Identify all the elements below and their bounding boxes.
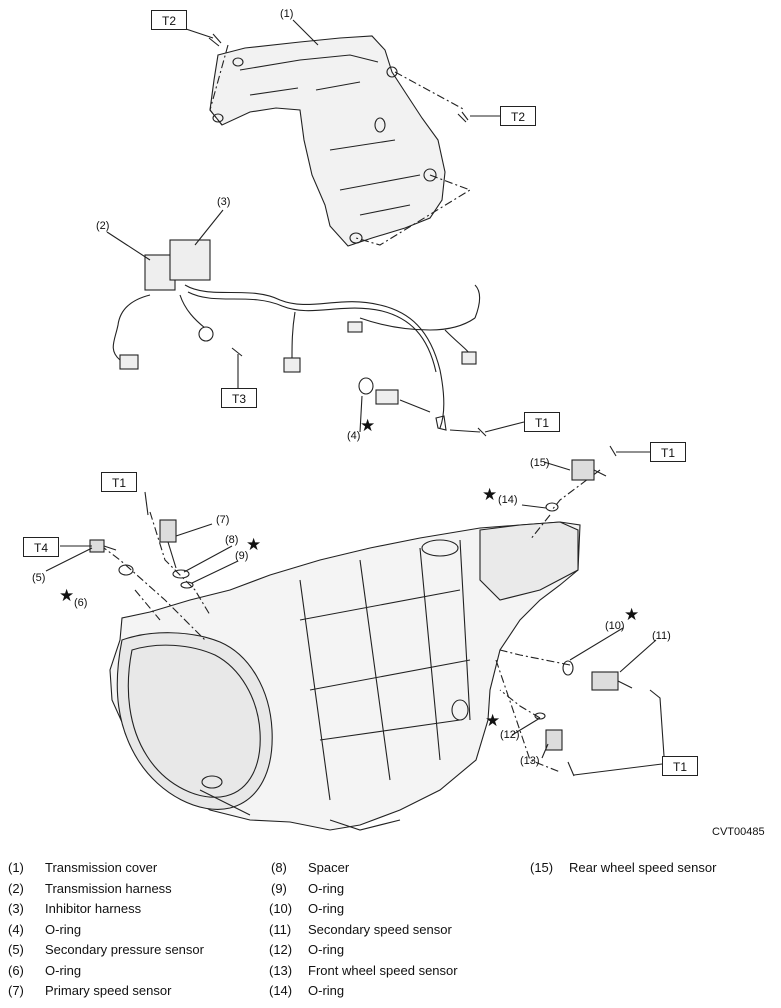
callout-4: (4) [347, 430, 361, 442]
front-wheel-speed-sensor [545, 729, 575, 777]
callout-3: (3) [217, 196, 231, 208]
callout-6: (6) [74, 597, 88, 609]
legend-number: (9) [271, 881, 287, 896]
legend-number: (6) [8, 963, 24, 978]
o-ring-6 [118, 564, 134, 576]
transmission-cover [209, 35, 446, 247]
callout-14: (14) [498, 494, 518, 506]
legend-label: O-ring [308, 983, 345, 998]
legend-number: (5) [8, 942, 24, 957]
legend-label: Primary speed sensor [45, 983, 172, 998]
legend-number: (14) [269, 983, 293, 998]
callout-7: (7) [216, 514, 230, 526]
torque-label-t3: T3 [221, 388, 257, 408]
star-icon: ★ [485, 711, 501, 730]
legend-number: (12) [269, 942, 293, 957]
torque-label-t4: T4 [23, 537, 59, 557]
secondary-speed-sensor [591, 671, 633, 691]
legend-label: Secondary speed sensor [308, 922, 452, 937]
legend-number: (1) [8, 860, 24, 875]
callout-15: (15) [530, 457, 550, 469]
legend-number: (2) [8, 881, 24, 896]
legend-label: O-ring [308, 942, 345, 957]
legend-label: Transmission harness [45, 881, 172, 896]
legend-label: Spacer [308, 860, 350, 875]
legend-number: (15) [530, 860, 554, 875]
callout-11: (11) [652, 630, 671, 642]
primary-speed-sensor [144, 491, 177, 569]
torque-label-t2-right: T2 [500, 106, 536, 126]
legend-number: (13) [269, 963, 293, 978]
legend-number: (3) [8, 901, 24, 916]
legend-label: O-ring [45, 963, 82, 978]
legend-label: O-ring [45, 922, 82, 937]
callout-2: (2) [96, 220, 110, 232]
legend-label: O-ring [308, 881, 345, 896]
spacer [172, 569, 190, 579]
legend-number: (11) [269, 922, 292, 937]
torque-label-t1-harness: T1 [524, 412, 560, 432]
star-icon: ★ [482, 485, 498, 504]
rear-wheel-speed-sensor [571, 459, 607, 481]
exploded-view-diagram [45, 19, 665, 831]
legend-label: Rear wheel speed sensor [569, 860, 717, 875]
legend-number: (8) [271, 860, 287, 875]
legend-label: Front wheel speed sensor [308, 963, 458, 978]
o-ring-4 [358, 377, 374, 395]
secondary-pressure-sensor [89, 539, 117, 553]
o-ring-14 [545, 502, 559, 512]
legend-label: Secondary pressure sensor [45, 942, 204, 957]
star-icon: ★ [624, 605, 640, 624]
callout-13: (13) [520, 755, 540, 767]
legend-number: (7) [8, 983, 24, 998]
torque-label-t1-top-right: T1 [650, 442, 686, 462]
legend-label: Transmission cover [45, 860, 158, 875]
torque-label-t2-top: T2 [151, 10, 187, 30]
transmission-case [109, 521, 581, 831]
legend-number: (4) [8, 922, 24, 937]
legend-number: (10) [269, 901, 293, 916]
o-ring-10 [562, 660, 574, 676]
callout-10: (10) [605, 620, 625, 632]
figure-code: CVT00485 [712, 826, 765, 838]
callout-1: (1) [280, 8, 294, 20]
star-icon: ★ [246, 535, 262, 554]
legend-label: O-ring [308, 901, 345, 916]
o-ring-12 [534, 712, 546, 720]
transmission-harness [112, 239, 481, 431]
callout-12: (12) [500, 729, 520, 741]
torque-label-t1-bottom: T1 [662, 756, 698, 776]
star-icon: ★ [59, 586, 75, 605]
o-ring-9 [180, 581, 194, 589]
star-icon: ★ [360, 416, 376, 435]
torque-label-t1-primary: T1 [101, 472, 137, 492]
callout-8: (8) [225, 534, 239, 546]
legend-label: Inhibitor harness [45, 901, 142, 916]
callout-5: (5) [32, 572, 46, 584]
callout-9: (9) [235, 550, 249, 562]
